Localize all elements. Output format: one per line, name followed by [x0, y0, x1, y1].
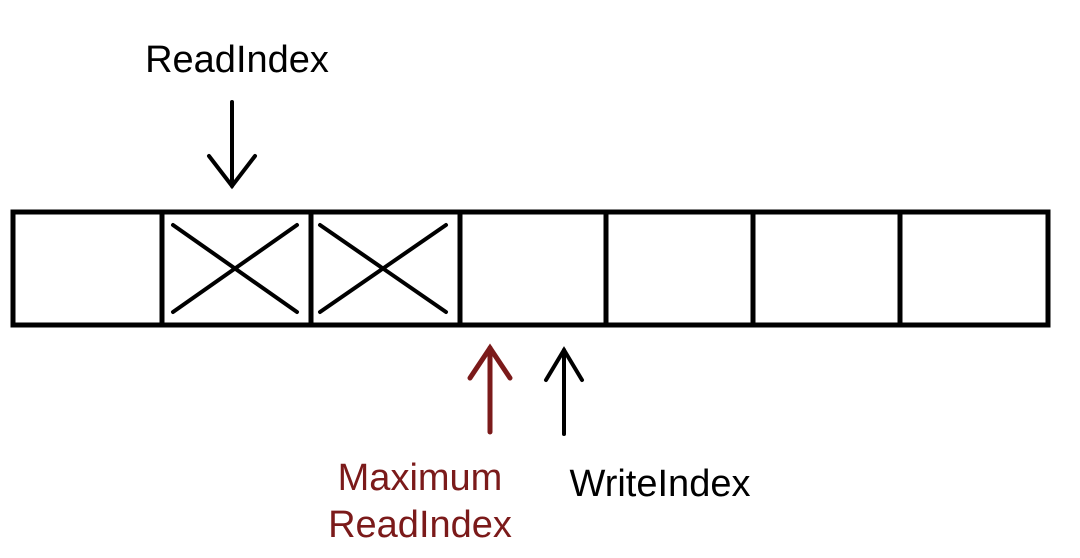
buffer-slot-3 — [457, 209, 609, 328]
read-index-label: ReadIndex — [145, 39, 329, 81]
buffer-slot-6 — [897, 209, 1051, 328]
max-read-index-arrow-icon — [467, 343, 513, 435]
buffer — [10, 209, 1051, 328]
buffer-slot-5 — [750, 209, 903, 328]
buffer-slot-4 — [603, 209, 756, 328]
max-read-index-label-line1: Maximum — [338, 457, 503, 499]
write-index-label: WriteIndex — [570, 463, 751, 505]
slot-2-x-mark-icon — [318, 223, 448, 314]
buffer-slot-0 — [10, 209, 165, 328]
write-index-arrow-icon — [544, 346, 584, 436]
max-read-index-label-line2: ReadIndex — [328, 504, 512, 546]
slot-1-x-mark-icon — [171, 223, 299, 314]
read-index-arrow-icon — [207, 100, 257, 190]
